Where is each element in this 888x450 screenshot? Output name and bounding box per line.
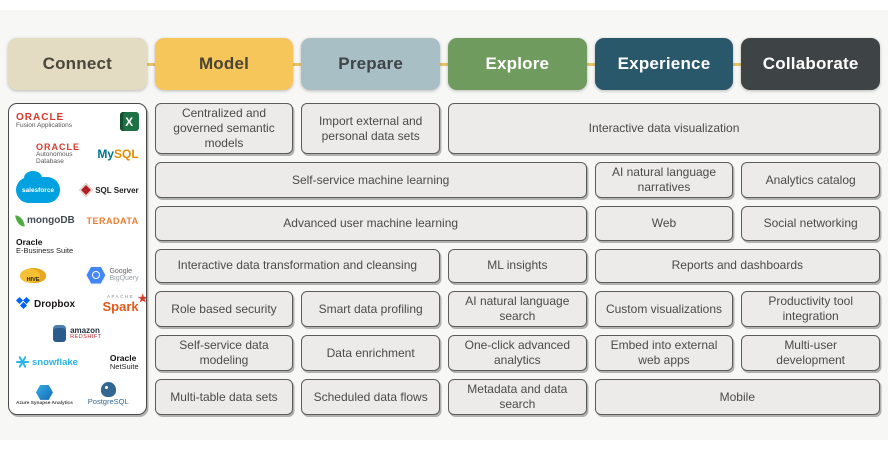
header-prepare: Prepare [301,38,440,90]
dropbox-label: Dropbox [34,298,76,310]
google-bigquery-logo: Google BigQuery [86,266,139,284]
mysql-my: My [97,147,114,162]
feature-card: Interactive data visualization [448,103,880,154]
feature-card: Self-service machine learning [154,162,587,198]
feature-card: One-click advanced analytics [448,335,587,371]
amazon-redshift-logo: amazon REDSHIFT [53,325,102,343]
azure-synapse-icon [35,384,53,400]
oracle-wordmark: ORACLE [16,111,65,123]
excel-letter: X [125,114,134,129]
dropbox-icon [15,296,31,311]
sql-server-icon [79,183,94,198]
oracle-fusion-applications-logo: ORACLE Fusion Applications [16,111,73,130]
salesforce-cloud-icon: salesforce [16,171,60,204]
oracle-wordmark: ORACLE [36,141,80,152]
oracle-ebusiness-suite-logo: Oracle E-Business Suite [16,238,73,255]
azure-synapse-label: Azure Synapse Analytics [16,400,73,406]
header-connector-line [14,63,874,66]
feature-card: Advanced user machine learning [154,206,587,241]
feature-card: Smart data profiling [301,291,440,327]
spark-star-icon: ★ [138,293,146,306]
amazon-label: amazon [70,325,100,335]
oracle-label: Oracle [16,237,43,248]
diagram-stage: Connect Model Prepare Explore Experience… [0,10,888,440]
sql-server-label: SQL Server [95,185,139,195]
header-model: Model [154,38,294,90]
snowflake-logo: snowflake [16,355,78,369]
mongodb-leaf-icon [15,214,25,228]
capability-grid: ORACLE Fusion Applications X ORACLE Auto… [8,103,880,415]
logo-subtext: Autonomous [36,151,73,158]
logo-subtext: E-Business Suite [16,246,74,256]
postgresql-logo: PostgreSQL [88,382,139,406]
column-headers: Connect Model Prepare Explore Experience… [8,38,880,90]
mysql-sql: SQL [113,147,139,162]
feature-card: Self-service data modeling [154,335,294,371]
salesforce-label: salesforce [21,186,55,194]
magnifier-lens [91,271,100,280]
feature-card: AI natural language narratives [594,162,734,198]
feature-card: Custom visualizations [594,291,734,327]
feature-card: Analytics catalog [741,162,880,198]
netsuite-label: NetSuite [109,361,139,371]
mysql-logo: MySQL [97,147,138,161]
mongodb-label: mongoDB [27,215,75,227]
feature-card: Centralized and governed semantic models [154,103,294,154]
snowflake-label: snowflake [32,356,78,368]
feature-card: Social networking [741,206,880,241]
feature-card: Reports and dashboards [594,248,880,283]
postgresql-label: PostgreSQL [87,397,129,407]
dropbox-logo: Dropbox [15,296,76,311]
feature-card: AI natural language search [448,291,587,327]
teradata-logo: TERADATA [86,215,139,226]
mongodb-logo: mongoDB [15,214,75,228]
feature-card: Interactive data transformation and clea… [154,248,440,283]
header-explore: Explore [448,38,587,90]
header-connect: Connect [8,38,147,90]
feature-card: Metadata and data search [448,379,587,415]
feature-card: Role based security [154,291,294,327]
postgresql-elephant-icon [100,382,116,398]
hive-bee-icon: HIVE [20,267,46,283]
feature-card: Multi-user development [741,335,880,371]
feature-card: Productivity tool integration [741,291,880,327]
oracle-netsuite-logo: Oracle NetSuite [109,352,139,371]
spark-label: Spark★ [102,293,146,314]
feature-card: Multi-table data sets [154,379,294,415]
feature-card: Web [594,206,734,241]
feature-card: ML insights [448,248,587,283]
oracle-autonomous-database-logo: ORACLE Autonomous Database [36,141,80,166]
feature-card: Mobile [594,379,880,415]
feature-card: Scheduled data flows [301,379,440,415]
apache-spark-logo: APACHE Spark★ [102,293,146,314]
hive-label: HIVE [26,276,40,283]
azure-synapse-logo: Azure Synapse Analytics [16,384,73,406]
bigquery-hexagon-icon [86,266,106,284]
feature-card: Data enrichment [301,335,440,371]
oracle-label: Oracle [109,352,137,363]
redshift-icon [53,325,67,343]
bigquery-label: BigQuery [109,275,139,283]
spark-word: Spark [102,298,139,314]
feature-card: Embed into external web apps [594,335,734,371]
logo-subtext: Fusion Applications [16,122,73,130]
header-collaborate: Collaborate [741,38,880,90]
google-label: Google [109,267,133,275]
feature-card: Import external and personal data sets [301,103,440,154]
excel-icon: X [119,112,139,131]
connect-sources-panel: ORACLE Fusion Applications X ORACLE Auto… [8,103,147,415]
sql-server-logo: SQL Server [79,183,139,198]
logo-subtext: Database [36,157,64,165]
redshift-label: REDSHIFT [70,333,102,340]
snowflake-icon [16,355,29,369]
header-experience: Experience [594,38,734,90]
apache-label: APACHE [107,294,135,300]
